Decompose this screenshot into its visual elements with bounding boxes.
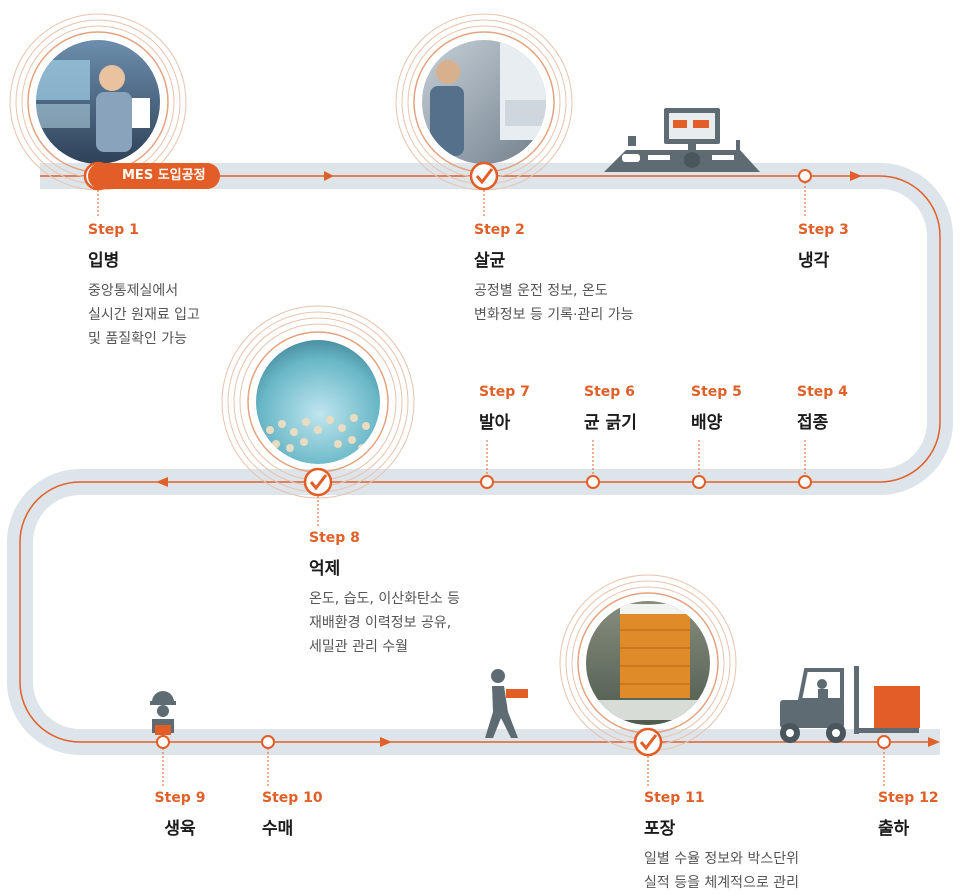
step-number: Step 3 — [798, 222, 849, 238]
check-icon — [303, 467, 333, 497]
step-title: 억제 — [309, 559, 341, 579]
check-icon — [633, 727, 663, 757]
worker-icon — [150, 691, 176, 735]
step-4: Step 4 접종 — [797, 384, 848, 433]
arrow-left-icon — [156, 477, 168, 487]
step-title: 균 긁기 — [584, 413, 637, 433]
step-11: Step 11 포장 일별 수율 정보와 박스단위 실적 등을 체계적으로 관리 — [644, 790, 799, 895]
step-title: 출하 — [878, 819, 910, 839]
step-3: Step 3 냉각 — [798, 222, 849, 271]
step-number: Step 4 — [797, 384, 848, 400]
photo-sterilization — [395, 13, 573, 191]
step-number: Step 5 — [691, 384, 742, 400]
step-number: Step 8 — [309, 530, 360, 546]
connectors — [97, 182, 885, 786]
step-node — [586, 475, 600, 489]
arrow-right-icon — [324, 171, 334, 181]
mes-badge: MES 도입공정 — [88, 163, 220, 189]
step-1: Step 1 입병 중앙통제실에서 실시간 원재료 입고 및 품질확인 가능 — [88, 222, 200, 351]
step-9: Step 9 생육 — [155, 790, 206, 839]
step-title: 접종 — [797, 413, 829, 433]
step-12: Step 12 출하 — [878, 790, 939, 839]
photo-control-room — [9, 13, 187, 191]
step-6: Step 6 균 긁기 — [584, 384, 637, 433]
step-number: Step 2 — [474, 222, 525, 238]
step-number: Step 10 — [262, 790, 323, 806]
control-console-icon — [604, 108, 760, 172]
step-description: 온도, 습도, 이산화탄소 등 재배환경 이력정보 공유, 세밀관 관리 수월 — [309, 591, 461, 655]
step-title: 포장 — [644, 819, 676, 839]
step-node — [156, 735, 170, 749]
step-number: Step 9 — [154, 790, 206, 806]
arrow-right-icon — [928, 737, 940, 747]
step-number: Step 11 — [644, 790, 705, 806]
check-icon — [469, 161, 499, 191]
step-node — [798, 169, 812, 183]
carrier-icon — [485, 669, 528, 738]
arrow-right-icon — [380, 737, 392, 747]
step-title: 살균 — [474, 251, 506, 271]
step-number: Step 7 — [479, 384, 530, 400]
step-number: Step 12 — [878, 790, 939, 806]
step-node — [692, 475, 706, 489]
step-title: 발아 — [479, 413, 511, 433]
step-title: 수매 — [262, 819, 294, 839]
step-8: Step 8 억제 온도, 습도, 이산화탄소 등 재배환경 이력정보 공유, … — [309, 530, 460, 659]
step-title: 입병 — [88, 251, 120, 271]
step-7: Step 7 발아 — [479, 384, 530, 433]
photo-packaging — [559, 574, 737, 752]
step-title: 냉각 — [798, 251, 830, 271]
step-description: 일별 수율 정보와 박스단위 실적 등을 체계적으로 관리 — [644, 851, 800, 891]
step-description: 중앙통제실에서 실시간 원재료 입고 및 품질확인 가능 — [88, 283, 200, 347]
step-2: Step 2 살균 공정별 운전 정보, 온도 변화정보 등 기록·관리 가능 — [474, 222, 633, 327]
arrow-right-icon — [850, 171, 862, 181]
step-nodes — [156, 169, 891, 749]
step-title: 생육 — [164, 819, 196, 839]
step-node — [261, 735, 275, 749]
forklift-icon — [780, 666, 920, 743]
step-node — [798, 475, 812, 489]
step-node — [877, 735, 891, 749]
step-title: 배양 — [691, 413, 723, 433]
step-node — [480, 475, 494, 489]
step-number: Step 1 — [88, 222, 139, 238]
step-10: Step 10 수매 — [262, 790, 323, 839]
step-number: Step 6 — [584, 384, 635, 400]
step-5: Step 5 배양 — [691, 384, 742, 433]
step-description: 공정별 운전 정보, 온도 변화정보 등 기록·관리 가능 — [474, 283, 634, 323]
